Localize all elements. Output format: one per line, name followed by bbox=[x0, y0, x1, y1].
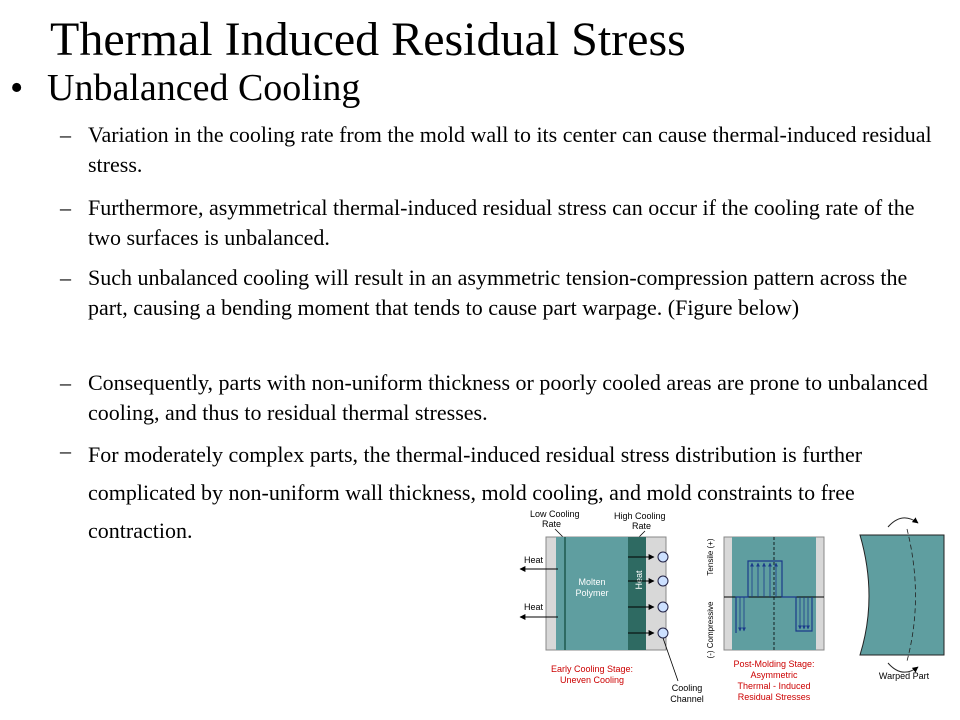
warped-part-label: Warped Part bbox=[879, 671, 930, 681]
bend-arrow-top bbox=[887, 517, 919, 528]
subpoint-dash: – bbox=[60, 195, 71, 220]
main-bullet-text: Unbalanced Cooling bbox=[47, 67, 361, 109]
subpoint-5: – For moderately complex parts, the ther… bbox=[60, 436, 862, 550]
subpoint-text: Such unbalanced cooling will result in a… bbox=[88, 265, 908, 320]
thin-skin bbox=[564, 537, 566, 650]
subpoint-text: Furthermore, asymmetrical thermal-induce… bbox=[88, 195, 915, 250]
main-bullet: • Unbalanced Cooling bbox=[10, 66, 360, 110]
warped-part-shape bbox=[859, 534, 945, 656]
early-stage-label: Early Cooling Stage:Uneven Cooling bbox=[551, 664, 633, 685]
subpoint-1: – Variation in the cooling rate from the… bbox=[60, 120, 950, 180]
compressive-arrows bbox=[738, 597, 810, 632]
heat-rotated-label: Heat bbox=[634, 570, 644, 590]
subpoint-dash: – bbox=[60, 438, 71, 463]
subpoint-text: Variation in the cooling rate from the m… bbox=[88, 122, 932, 177]
warped-centerline bbox=[906, 528, 916, 662]
slide-title: Thermal Induced Residual Stress bbox=[50, 13, 686, 66]
subpoint-dash: – bbox=[60, 122, 71, 147]
subpoint-dash: – bbox=[60, 265, 71, 290]
stress-distribution-panel: Tensile (+) (-) Compressive Post-Mo bbox=[706, 536, 825, 702]
subpoint-text: Consequently, parts with non-uniform thi… bbox=[88, 370, 928, 425]
subpoint-2: – Furthermore, asymmetrical thermal-indu… bbox=[60, 193, 950, 253]
cooling-channel-3 bbox=[657, 601, 669, 613]
thick-skin bbox=[628, 537, 646, 650]
bullet-dot: • bbox=[10, 67, 24, 109]
compressive-axis-label: (-) Compressive bbox=[706, 601, 715, 658]
molten-polymer-region bbox=[556, 537, 628, 650]
subpoint-dash: – bbox=[60, 370, 71, 395]
warped-part-panel: Warped Part bbox=[859, 517, 945, 681]
cooling-channel-1 bbox=[657, 551, 669, 563]
heat-label-2: Heat bbox=[524, 602, 544, 612]
bend-arrow-bottom bbox=[887, 662, 919, 673]
heat-label-1: Heat bbox=[524, 555, 544, 565]
channel-leader bbox=[662, 637, 679, 682]
tensile-axis-label: Tensile (+) bbox=[706, 538, 715, 575]
subpoint-3: – Such unbalanced cooling will result in… bbox=[60, 263, 950, 323]
tensile-arrows bbox=[750, 562, 778, 597]
stress-profile bbox=[735, 560, 813, 633]
subpoint-text: For moderately complex parts, the therma… bbox=[88, 442, 863, 543]
low-rate-leader bbox=[554, 528, 564, 538]
cooling-channel-2 bbox=[657, 575, 669, 587]
cooling-channel-4 bbox=[657, 627, 669, 639]
subpoint-4: – Consequently, parts with non-uniform t… bbox=[60, 368, 950, 428]
